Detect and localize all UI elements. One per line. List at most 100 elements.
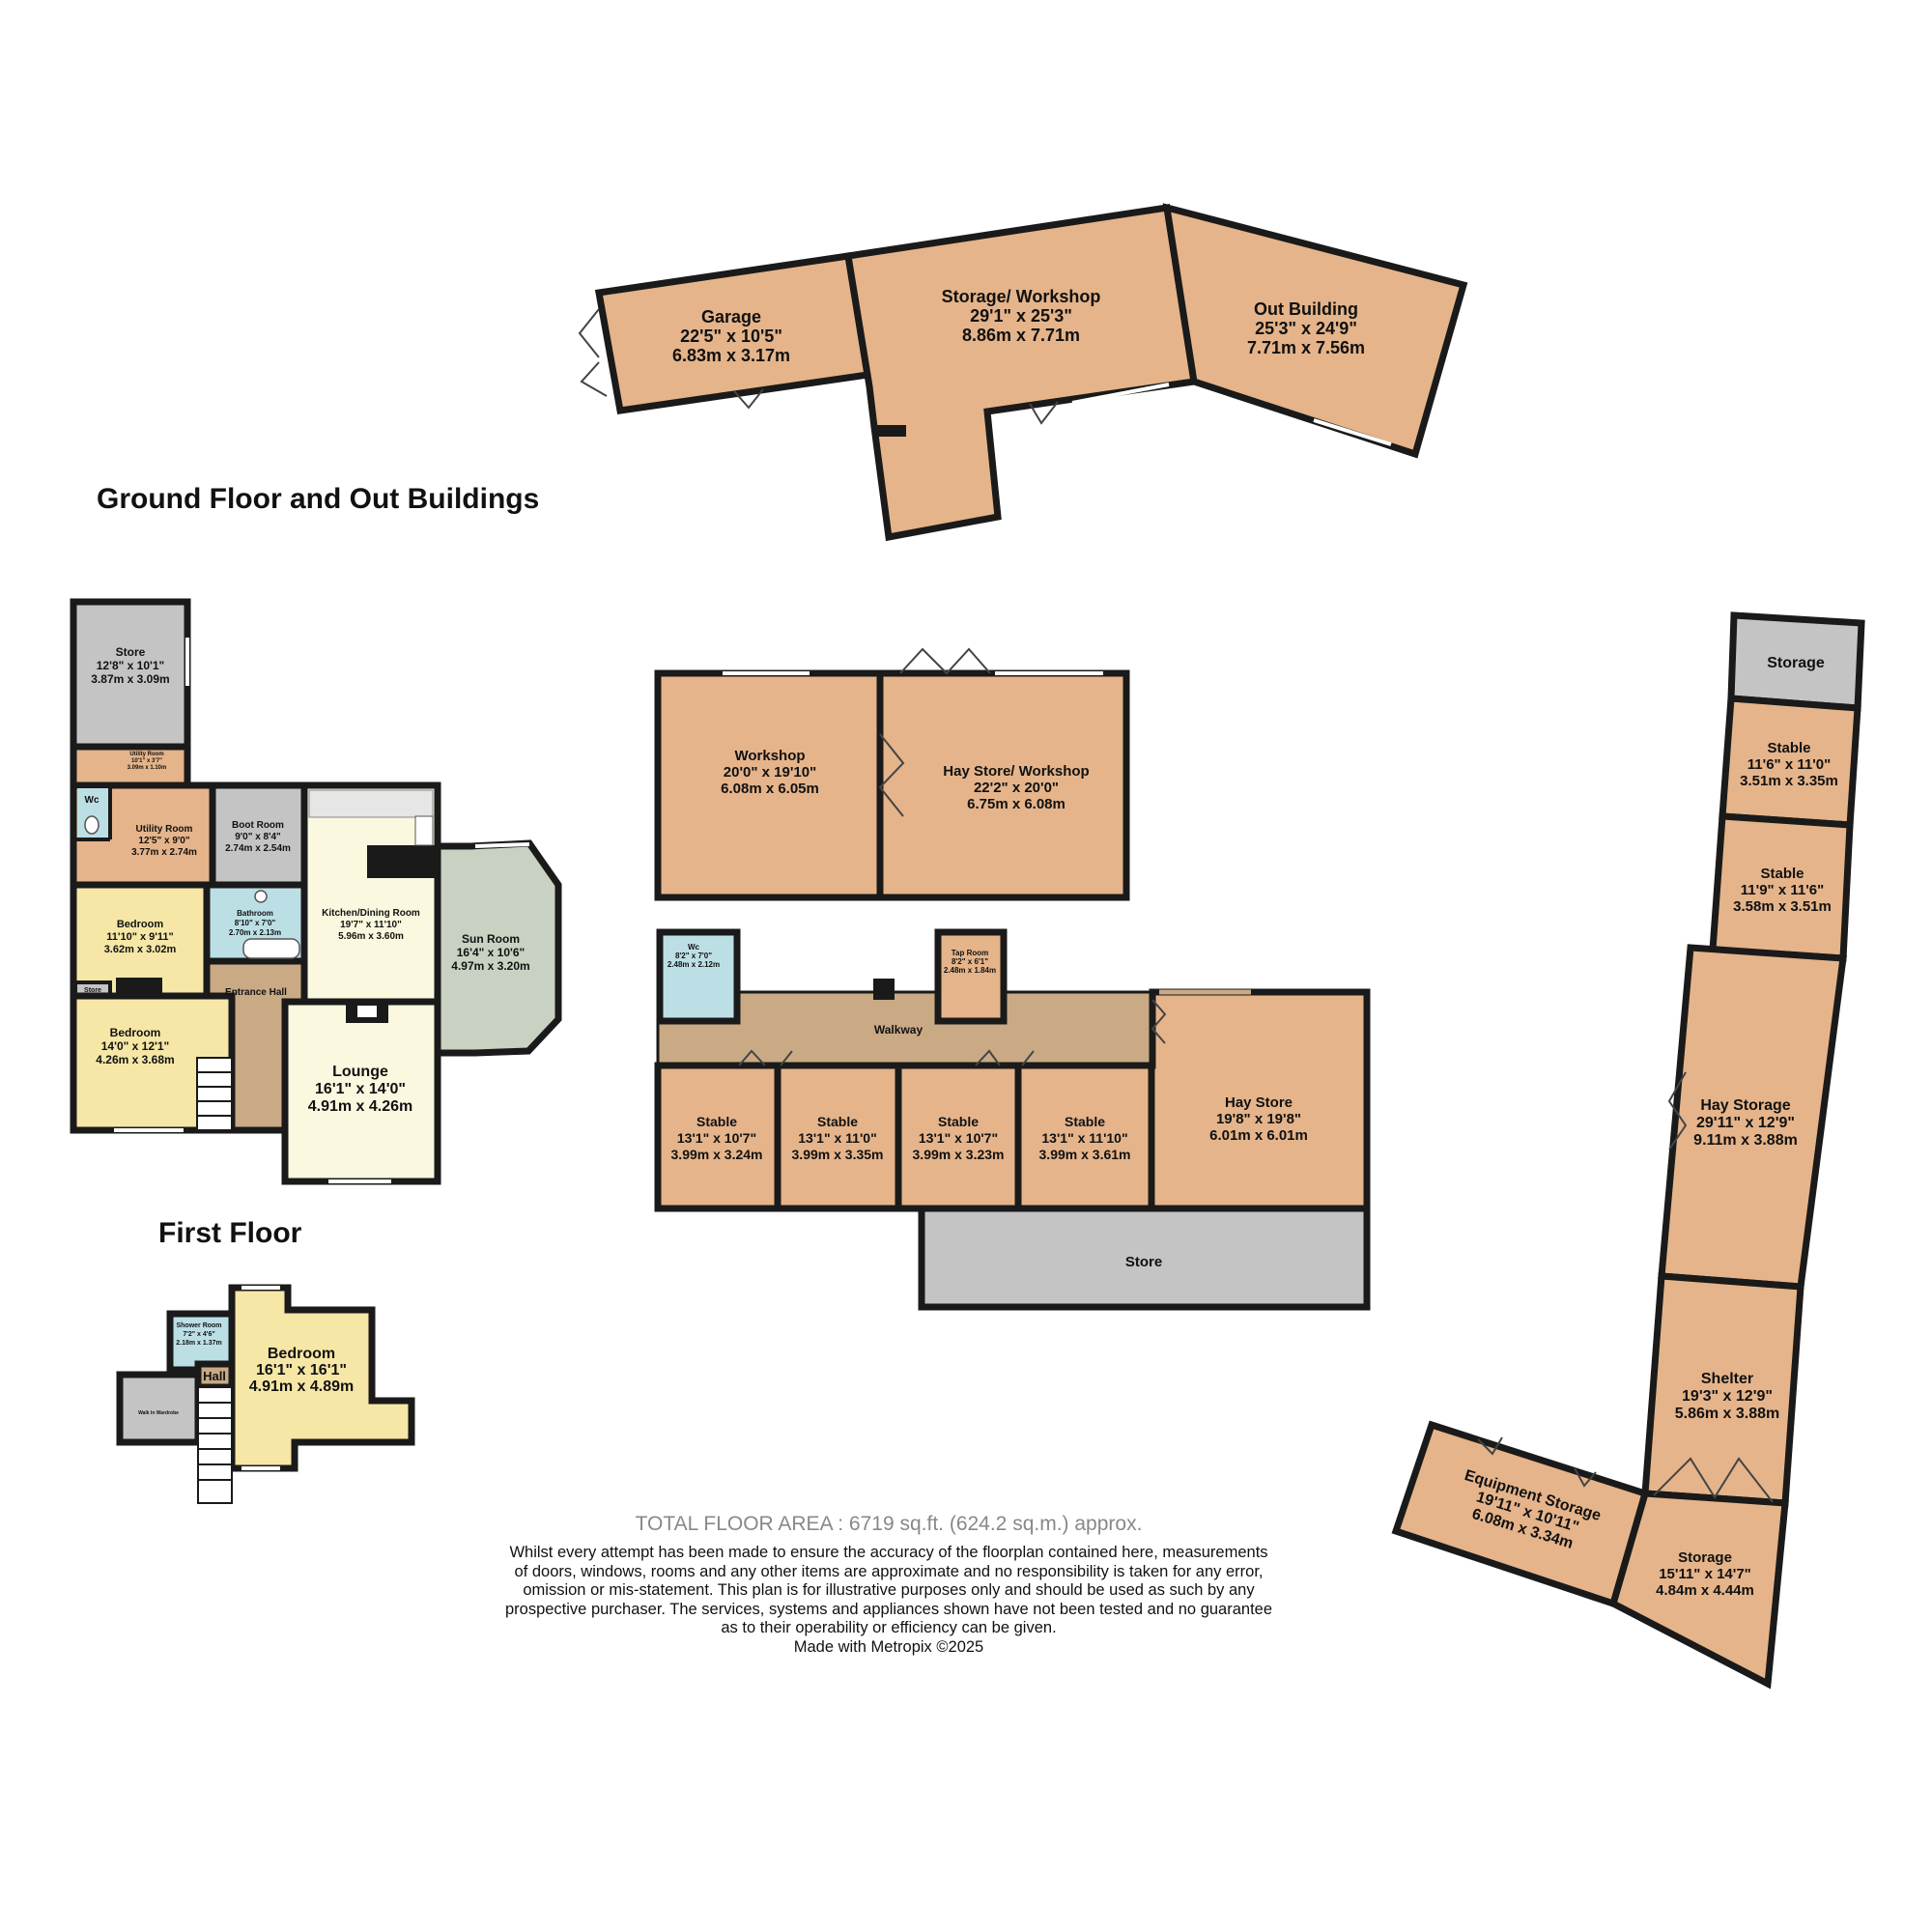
stairs	[196, 1057, 233, 1131]
stable-a-label: Stable	[696, 1114, 737, 1129]
tap-room-met: 2.48m x 1.84m	[944, 966, 996, 975]
equipment-doors	[1477, 1436, 1597, 1488]
walkway-label: Walkway	[874, 1023, 923, 1037]
stable-a-room	[654, 1062, 781, 1212]
stable-f-label: Stable	[1760, 866, 1804, 882]
stable-c-met: 3.99m x 3.23m	[913, 1147, 1005, 1162]
hay-store-workshop-label: Hay Store/ Workshop	[943, 763, 1089, 780]
utility-room-label: Utility Room	[136, 824, 193, 835]
kitchen-label: Kitchen/Dining Room	[322, 908, 420, 919]
hay-storage-imp: 29'11" x 12'9"	[1696, 1115, 1795, 1131]
storage-workshop-met: 8.86m x 7.71m	[962, 326, 1080, 345]
bedroom-first-imp: 16'1" x 16'1"	[256, 1362, 347, 1378]
store-long-room	[918, 1205, 1371, 1311]
walk-in-wardrobe-label: Walk In Wardrobe	[138, 1410, 179, 1416]
wc-yard-room	[656, 928, 741, 1025]
stable-d-label: Stable	[1065, 1114, 1105, 1129]
hay-storage-label: Hay Storage	[1700, 1097, 1790, 1114]
kitchen-hob	[414, 815, 434, 846]
utility-small-met: 3.09m x 1.10m	[128, 765, 167, 771]
hay-store-workshop-met: 6.75m x 6.08m	[967, 796, 1065, 812]
garage-window	[1071, 383, 1170, 405]
utility-room-imp: 12'5" x 9'0"	[138, 836, 189, 846]
stable-c-label: Stable	[938, 1114, 979, 1129]
tap-room-room	[934, 928, 1008, 1025]
storage-bottom-label: Storage	[1678, 1549, 1732, 1566]
boot-room-imp: 9'0" x 8'4"	[235, 832, 281, 842]
stable-d-met: 3.99m x 3.61m	[1039, 1147, 1131, 1162]
bedroom-1-met: 3.62m x 3.02m	[104, 944, 177, 955]
stable-f-met: 3.58m x 3.51m	[1733, 898, 1832, 915]
sun-room-imp: 16'4" x 10'6"	[457, 946, 525, 959]
metropix-credit: Made with Metropix ©2025	[793, 1637, 984, 1656]
storage-workshop-room	[843, 204, 1199, 542]
bedroom-first-met: 4.91m x 4.89m	[249, 1378, 355, 1395]
garage-met: 6.83m x 3.17m	[672, 346, 790, 365]
lounge-imp: 16'1" x 14'0"	[315, 1081, 406, 1097]
stable-d-imp: 13'1" x 11'10"	[1041, 1130, 1127, 1146]
total-floor-area: TOTAL FLOOR AREA : 6719 sq.ft. (624.2 sq…	[635, 1513, 1143, 1535]
store-main-room	[70, 598, 191, 751]
entrance-hall-label: Entrance Hall	[225, 987, 287, 998]
lounge-met: 4.91m x 4.26m	[308, 1098, 413, 1115]
svg-text:Wc8'2" x 7'0"2.48m x 2.12m: Wc8'2" x 7'0"2.48m x 2.12m	[668, 943, 720, 969]
storage-workshop-label: Storage/ Workshop	[942, 287, 1101, 306]
bedroom-chimney	[116, 978, 162, 995]
storage-top-label: Storage	[1767, 655, 1825, 671]
garage-imp: 22'5" x 10'5"	[680, 327, 782, 346]
lounge-room	[281, 998, 441, 1185]
disclaimer-line: of doors, windows, rooms and any other i…	[514, 1562, 1264, 1580]
stable-c-room	[895, 1062, 1022, 1212]
out-building-room	[1162, 203, 1468, 459]
wc-yard-label: Wc	[688, 943, 700, 952]
stable-b-room	[774, 1062, 902, 1212]
first-floor-stairs	[197, 1386, 233, 1504]
bathroom-label: Bathroom	[237, 909, 273, 918]
store-main-imp: 12'8" x 10'1"	[97, 659, 164, 672]
disclaimer-line: as to their operability or efficiency ca…	[721, 1619, 1057, 1636]
shower-room-room	[166, 1310, 236, 1374]
basin	[254, 890, 268, 903]
shelter-double-door	[1653, 1457, 1774, 1503]
workshop-door	[1029, 401, 1059, 425]
storage-bottom-imp: 15'11" x 14'7"	[1659, 1566, 1751, 1582]
disclaimer-line: omission or mis-statement. This plan is …	[523, 1581, 1255, 1599]
lounge-label: Lounge	[332, 1064, 388, 1080]
bathroom-met: 2.70m x 2.13m	[229, 928, 281, 937]
sunroom-window	[474, 842, 530, 848]
stable-b-met: 3.99m x 3.35m	[792, 1147, 884, 1162]
boot-room-label: Boot Room	[232, 820, 284, 831]
utility-small-imp: 10'1" x 3'7"	[131, 758, 162, 764]
garage-door-symbol	[578, 308, 608, 397]
toilet	[84, 815, 99, 835]
chimney-block	[877, 425, 906, 437]
sun-room-met: 4.97m x 3.20m	[451, 959, 529, 973]
hay-store-workshop-imp: 22'2" x 20'0"	[974, 780, 1059, 796]
out-building-imp: 25'3" x 24'9"	[1255, 319, 1357, 338]
utility-small-label: Utility Room	[129, 752, 163, 757]
stable-f-imp: 11'9" x 11'6"	[1741, 882, 1824, 898]
walkway-post	[873, 979, 895, 1000]
disclaimer-line: Whilst every attempt has been made to en…	[509, 1544, 1268, 1561]
garage-label: Garage	[701, 307, 761, 327]
shower-room-met: 2.18m x 1.37m	[176, 1340, 221, 1347]
